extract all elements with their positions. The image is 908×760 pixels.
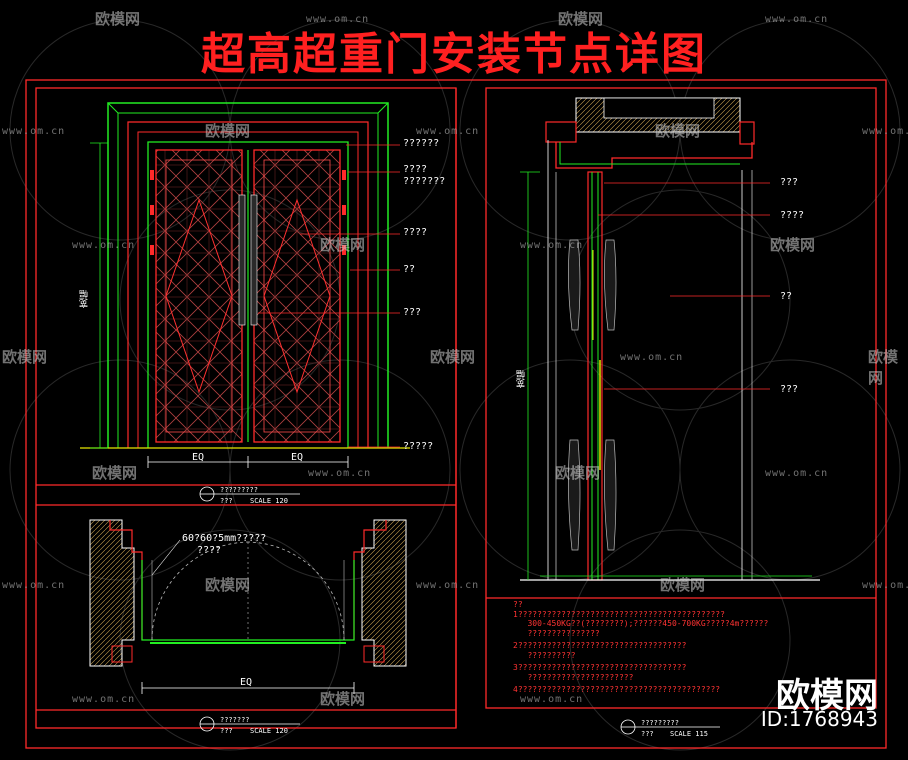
notes-block: ?? 1????????????????????????????????????… xyxy=(513,600,768,695)
note-line: 3??????????????????????????????????? xyxy=(513,663,687,672)
watermark-brand: 欧模网 xyxy=(558,10,604,28)
note-line: ??????????????? xyxy=(513,628,600,638)
elevation-caption: ????????? xyxy=(220,486,258,494)
watermark-brand: 欧模网 xyxy=(660,576,706,594)
watermark-url: www.om.cn xyxy=(2,580,66,591)
note-line: 2??????????????????????????????????? xyxy=(513,641,687,650)
elevation-label: ??????? xyxy=(403,176,446,187)
plan-label-line2: ???? xyxy=(197,545,222,556)
note-line: 4???????????????????????????????????????… xyxy=(513,685,721,694)
watermark-url: www.om.cn xyxy=(620,352,684,363)
section-label: ??? xyxy=(780,384,799,395)
plan-caption-sub: ??? xyxy=(220,727,233,735)
section-label: ?? xyxy=(780,291,793,302)
brand-id: ID:1768943 xyxy=(760,707,878,731)
watermark-url: www.om.cn xyxy=(416,126,480,137)
elevation-eq-left: EQ xyxy=(192,452,205,463)
elevation-dim-label: 宽幅 xyxy=(80,290,90,308)
note-line: 1???????????????????????????????????????… xyxy=(513,609,725,619)
watermark-url: www.om.cn xyxy=(2,126,66,137)
watermark-brand: 欧模网 xyxy=(555,464,601,482)
elevation-label: ???? xyxy=(403,164,428,175)
watermark-url: www.om.cn xyxy=(862,580,908,591)
elevation-eq-right: EQ xyxy=(291,452,304,463)
note-line: ?????????????????????? xyxy=(513,672,634,682)
watermark-brand: 欧模网 xyxy=(320,690,366,708)
detail-caption-sub: ??? xyxy=(641,730,654,738)
elevation-label: ?? xyxy=(403,264,416,275)
plan-eq: EQ xyxy=(240,677,253,688)
door-plan xyxy=(89,519,407,694)
section-dim-label: 宽幅 xyxy=(517,370,527,388)
door-elevation xyxy=(80,102,410,468)
plan-caption: ??????? xyxy=(220,716,250,724)
watermark-brand: 欧模网 xyxy=(95,10,141,28)
watermark-brand: 欧模网 xyxy=(2,348,48,366)
elevation-label: ?????? xyxy=(403,138,440,149)
watermark-brand: 欧模网 xyxy=(770,236,816,254)
watermark-brand: 欧模网 xyxy=(205,576,251,594)
elevation-label: ????? xyxy=(403,441,434,452)
watermark-brand: 欧模网 xyxy=(655,122,701,140)
elevation-label: ??? xyxy=(403,307,422,318)
section-label: ???? xyxy=(780,210,805,221)
watermark-url: www.om.cn xyxy=(520,694,584,705)
watermark-brand: 欧模网 xyxy=(92,464,138,482)
note-line: 300-450KG??(????????);??????450-700KG???… xyxy=(513,619,769,628)
watermark-brand: 欧模网 xyxy=(205,122,251,140)
detail-caption: ????????? xyxy=(641,719,679,727)
plan-scale: SCALE 120 xyxy=(250,727,288,735)
plan-label-line1: 60?60?5mm????? xyxy=(182,533,267,544)
drawing-title: 超高超重门安装节点详图 xyxy=(201,29,707,80)
section-label: ??? xyxy=(780,177,799,188)
sheet-border xyxy=(25,79,887,749)
watermark-url: www.om.cn xyxy=(862,126,908,137)
brand-logo: 欧模网 xyxy=(776,676,878,716)
watermark-url: www.om.cn xyxy=(765,14,829,25)
note-line: ?? xyxy=(513,600,523,609)
note-line: ?????????? xyxy=(513,650,576,660)
door-section xyxy=(520,97,820,581)
watermark-url: www.om.cn xyxy=(72,694,136,705)
watermark-url: www.om.cn xyxy=(520,240,584,251)
watermark-url: www.om.cn xyxy=(308,468,372,479)
watermark-url: www.om.cn xyxy=(765,468,829,479)
watermark-url: www.om.cn xyxy=(72,240,136,251)
elevation-caption-sub: ??? xyxy=(220,497,233,505)
watermark-brand: 欧模网 xyxy=(320,236,366,254)
watermark-brand: 欧模网 xyxy=(430,348,476,366)
detail-scale: SCALE 115 xyxy=(670,730,708,738)
watermark-url: www.om.cn xyxy=(416,580,480,591)
watermark-brand: 欧模网 xyxy=(868,348,899,387)
watermark-url: www.om.cn xyxy=(306,14,370,25)
elevation-label: ???? xyxy=(403,227,428,238)
elevation-scale: SCALE 120 xyxy=(250,497,288,505)
caption-symbols xyxy=(199,486,720,735)
